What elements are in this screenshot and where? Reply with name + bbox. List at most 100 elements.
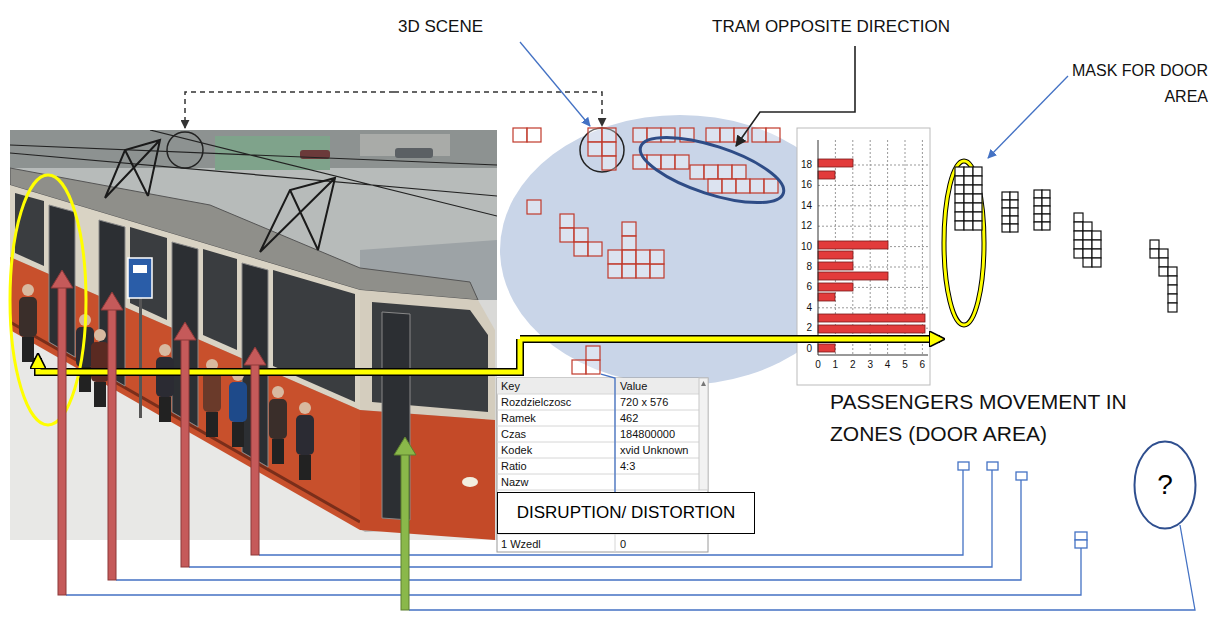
scene-cells xyxy=(588,242,602,256)
door-mask xyxy=(955,203,964,212)
door-mask xyxy=(1074,249,1083,258)
scene-cells xyxy=(704,165,718,179)
door-mask xyxy=(1074,213,1083,222)
door-mask xyxy=(1010,192,1018,200)
scene-cells xyxy=(622,264,636,278)
door-mask xyxy=(1010,200,1018,208)
scene-cells xyxy=(602,142,616,156)
axis-tick: 18 xyxy=(788,158,812,172)
scene-link xyxy=(394,92,602,126)
tram-photo xyxy=(299,455,311,480)
door-highlight xyxy=(10,175,86,425)
door-mask xyxy=(964,221,973,230)
door-mask xyxy=(1042,206,1050,214)
callout-box: DISRUPTION/ DISTORTION xyxy=(497,492,755,534)
passenger-arrow xyxy=(181,338,189,567)
door-mask xyxy=(1083,258,1092,267)
door-mask xyxy=(1010,208,1018,216)
tram-photo xyxy=(273,270,355,402)
zone-wire xyxy=(1016,472,1027,480)
table-cell: Czas xyxy=(501,427,526,441)
passenger-arrow xyxy=(101,292,123,310)
histogram xyxy=(818,241,888,249)
door-mask xyxy=(944,161,1177,325)
door-mask xyxy=(973,185,982,194)
tram-photo xyxy=(215,136,330,170)
tram-photo xyxy=(360,290,495,420)
scene-link xyxy=(167,92,624,172)
door-mask xyxy=(964,167,973,176)
tram-photo xyxy=(22,337,34,362)
axis-tick: 12 xyxy=(788,219,812,233)
scene-cells xyxy=(722,179,736,193)
door-mask xyxy=(1168,267,1177,276)
door-mask xyxy=(1092,249,1101,258)
scene-cells xyxy=(650,250,664,264)
door-mask xyxy=(1092,240,1101,249)
passenger-arrow xyxy=(58,286,66,595)
door-mask xyxy=(1034,222,1042,230)
scene-cells xyxy=(622,222,636,236)
door-mask xyxy=(1150,249,1159,258)
door-mask xyxy=(1002,208,1010,216)
tram-photo xyxy=(94,382,106,407)
scene-cells xyxy=(586,346,600,360)
scene-cells xyxy=(622,236,636,250)
door-mask xyxy=(1010,216,1018,224)
table-cell: Ramek xyxy=(501,411,536,425)
door-mask xyxy=(1168,285,1177,294)
scene-cells xyxy=(764,179,778,193)
table-cell: 4:3 xyxy=(620,459,635,473)
histogram xyxy=(818,262,853,270)
door-mask xyxy=(1083,240,1092,249)
properties-table xyxy=(701,381,706,386)
zone-wire xyxy=(66,462,1195,610)
scene-cells xyxy=(608,264,622,278)
scene-cells xyxy=(560,228,574,242)
histogram xyxy=(797,128,930,385)
axis-tick: 14 xyxy=(788,199,812,213)
axis-tick: 4 xyxy=(880,358,896,372)
zone-wire xyxy=(189,470,992,567)
scene-cells xyxy=(527,200,541,214)
histogram xyxy=(818,293,835,301)
door-mask xyxy=(1010,224,1018,232)
scene-cells xyxy=(602,156,616,170)
properties-table xyxy=(497,378,699,394)
tram-photo xyxy=(139,298,142,418)
axis-tick: 6 xyxy=(914,358,930,372)
door-mask xyxy=(973,176,982,185)
door-mask xyxy=(1159,249,1168,258)
scene-cells xyxy=(636,264,650,278)
annotation-label: 3D SCENE xyxy=(398,16,483,38)
tram-photo xyxy=(105,140,160,198)
tram-photo xyxy=(203,372,221,412)
table-cell: Key xyxy=(501,379,520,393)
scene-cells xyxy=(608,250,622,264)
passenger-arrow xyxy=(51,270,266,595)
door-mask xyxy=(1002,192,1010,200)
door-mask xyxy=(1042,214,1050,222)
table-cell: 462 xyxy=(620,411,638,425)
door-mask xyxy=(1083,222,1092,231)
tram-photo xyxy=(159,344,171,356)
table-cell: Ratio xyxy=(501,459,527,473)
door-mask xyxy=(973,167,982,176)
door-mask xyxy=(964,185,973,194)
table-cell: Nazw xyxy=(501,475,529,489)
tram-photo xyxy=(15,193,44,266)
leader-line xyxy=(736,46,855,146)
histogram xyxy=(797,128,930,385)
direction-ellipse xyxy=(633,124,790,216)
door-mask xyxy=(955,185,964,194)
histogram xyxy=(818,272,888,280)
table-cell: Kodek xyxy=(501,443,532,457)
tram-photo xyxy=(10,130,497,216)
scene-cells xyxy=(513,128,527,142)
tram-photo xyxy=(272,439,284,464)
annotation-label: TRAM OPPOSITE DIRECTION xyxy=(712,16,950,38)
door-mask xyxy=(1074,240,1083,249)
table-cell: Rozdzielczosc xyxy=(501,395,571,409)
door-mask xyxy=(973,212,982,221)
door-mask xyxy=(1034,190,1042,198)
